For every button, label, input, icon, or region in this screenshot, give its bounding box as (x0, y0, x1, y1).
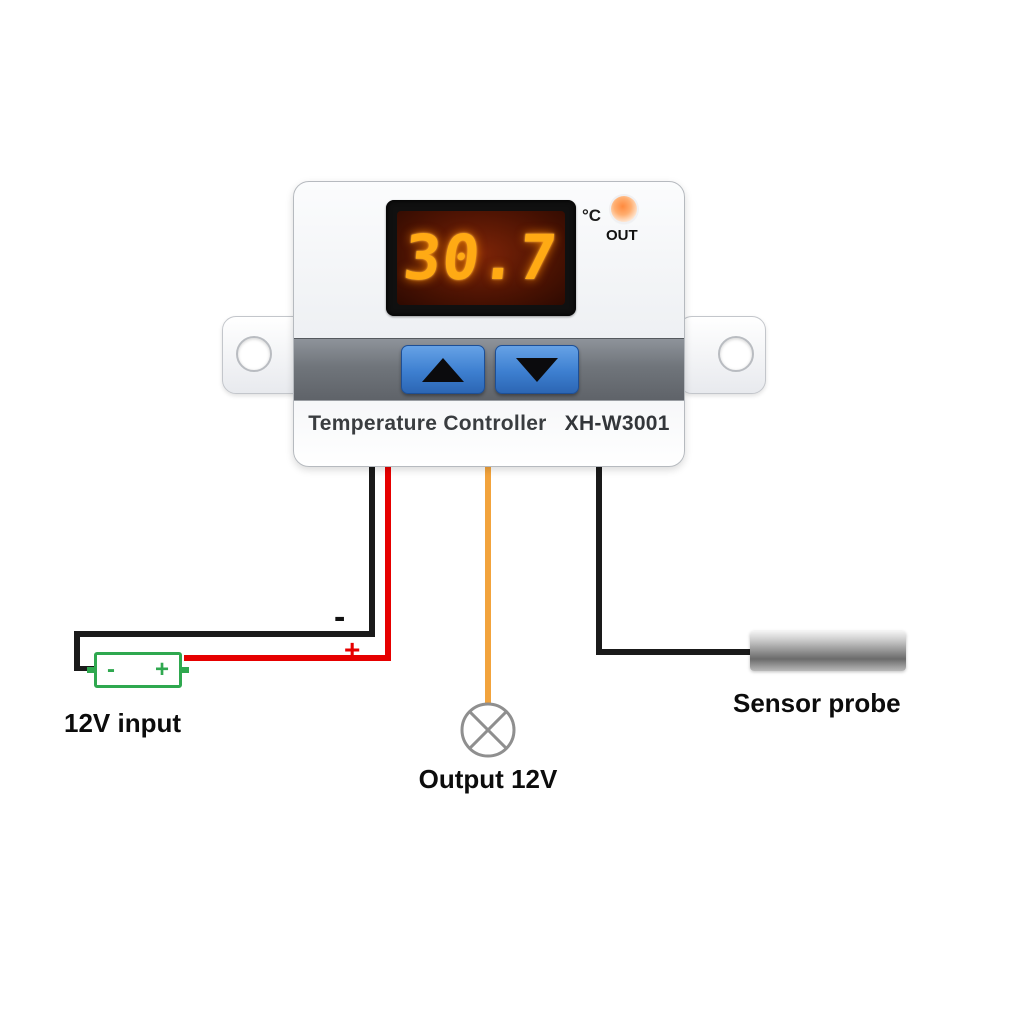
positive-mark: + (344, 634, 361, 665)
device-name: Temperature Controller (308, 412, 547, 435)
display-value: 30.7 (400, 221, 562, 294)
battery-minus-label: - (107, 656, 115, 683)
battery-symbol: - + (94, 652, 182, 688)
device-model: XH-W3001 (564, 412, 670, 435)
mounting-ear-right (678, 316, 766, 394)
wire-black-left-vertical (369, 464, 375, 636)
celsius-unit-label: °C (582, 206, 602, 225)
input-label: 12V input (64, 708, 182, 738)
down-button[interactable] (495, 345, 579, 394)
sensor-label: Sensor probe (733, 688, 901, 718)
wire-yellow-vertical (485, 464, 491, 704)
temperature-display: 30.7 (397, 211, 565, 305)
up-button[interactable] (401, 345, 485, 394)
out-label: OUT (606, 227, 638, 244)
lamp-icon (460, 702, 516, 758)
sensor-probe (750, 631, 906, 671)
wire-black-left-drop (74, 631, 80, 671)
wire-black-battery-stub (74, 666, 96, 671)
device-caption: Temperature Controller XH-W3001 (294, 412, 684, 436)
out-indicator-led (611, 196, 637, 222)
wire-black-left-horizontal (74, 631, 375, 637)
mounting-hole-left (236, 336, 272, 372)
wire-black-right-vertical (596, 464, 602, 655)
temperature-controller-device: 30.7 °C OUT Temperature Controller XH-W30… (293, 181, 685, 467)
button-panel (294, 338, 684, 401)
negative-mark: - (334, 598, 346, 636)
battery-plus-label: + (154, 656, 169, 683)
mounting-hole-right (718, 336, 754, 372)
display-bezel: 30.7 (386, 200, 576, 316)
up-arrow-icon (422, 357, 464, 382)
battery-terminal-right (180, 667, 189, 673)
wire-black-right-horizontal (596, 649, 754, 655)
output-label: Output 12V (418, 764, 558, 794)
wire-red-vertical (385, 464, 391, 660)
down-arrow-icon (516, 357, 558, 382)
battery-terminal-left (87, 667, 96, 673)
lamp-symbol (458, 700, 518, 760)
wire-red-horizontal (184, 655, 391, 661)
